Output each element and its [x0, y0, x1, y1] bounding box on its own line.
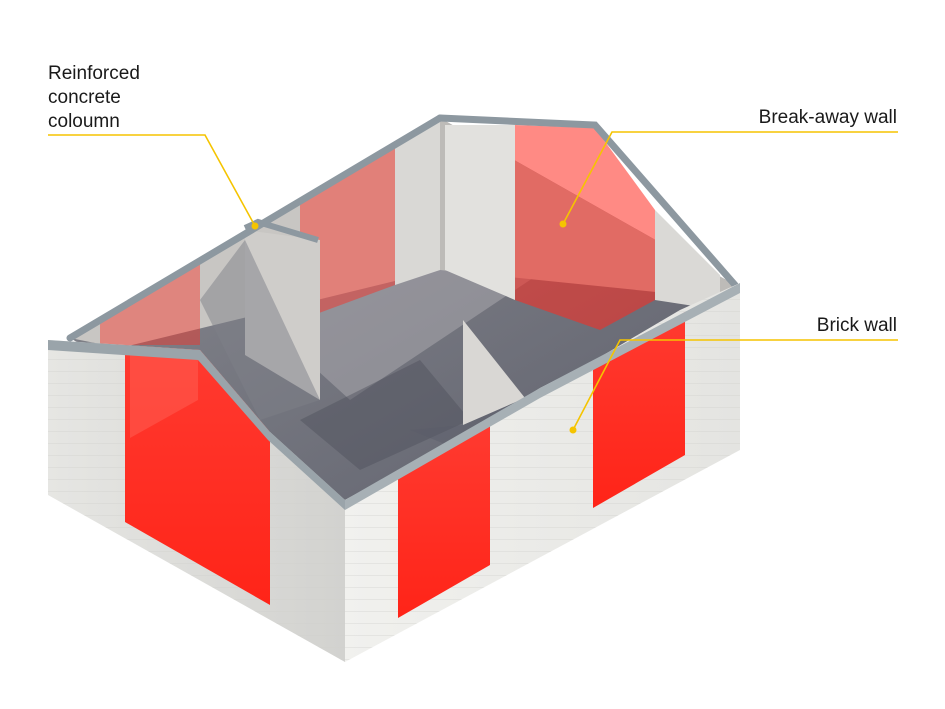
breakaway-wall-front-left-inner [130, 352, 198, 438]
interior-partition-left-shadow [200, 240, 320, 420]
leader-brick-dot [569, 426, 577, 434]
leader-column-dot [251, 222, 259, 230]
breakaway-wall-front-right-2 [593, 312, 685, 508]
label-column-line1: Reinforced [48, 63, 140, 84]
label-column-line3: coloumn [48, 111, 120, 132]
label-breakaway-wall: Break-away wall [759, 107, 897, 128]
floor-shadow [300, 360, 470, 470]
top-cap-back-right [436, 114, 739, 289]
leader-breakaway [562, 131, 898, 225]
leader-brick [572, 339, 898, 431]
breakaway-wall-upper-right [515, 125, 655, 330]
label-brick-wall: Brick wall [817, 315, 897, 336]
back-left-brick-interior [395, 118, 440, 285]
interior-partition-right [463, 320, 525, 425]
leader-column [48, 134, 256, 227]
breakaway-wall-front-right-1 [398, 425, 490, 618]
breakaway-wall-back-left-1 [100, 262, 200, 345]
leader-breakaway-dot [559, 220, 567, 228]
top-cap-column-left [243, 218, 319, 243]
back-right-brick-panel [445, 125, 515, 300]
back-right-brick-panel-2 [655, 210, 720, 310]
interior-partition-right-shadow [410, 398, 525, 450]
label-column-line2: concrete [48, 87, 121, 108]
